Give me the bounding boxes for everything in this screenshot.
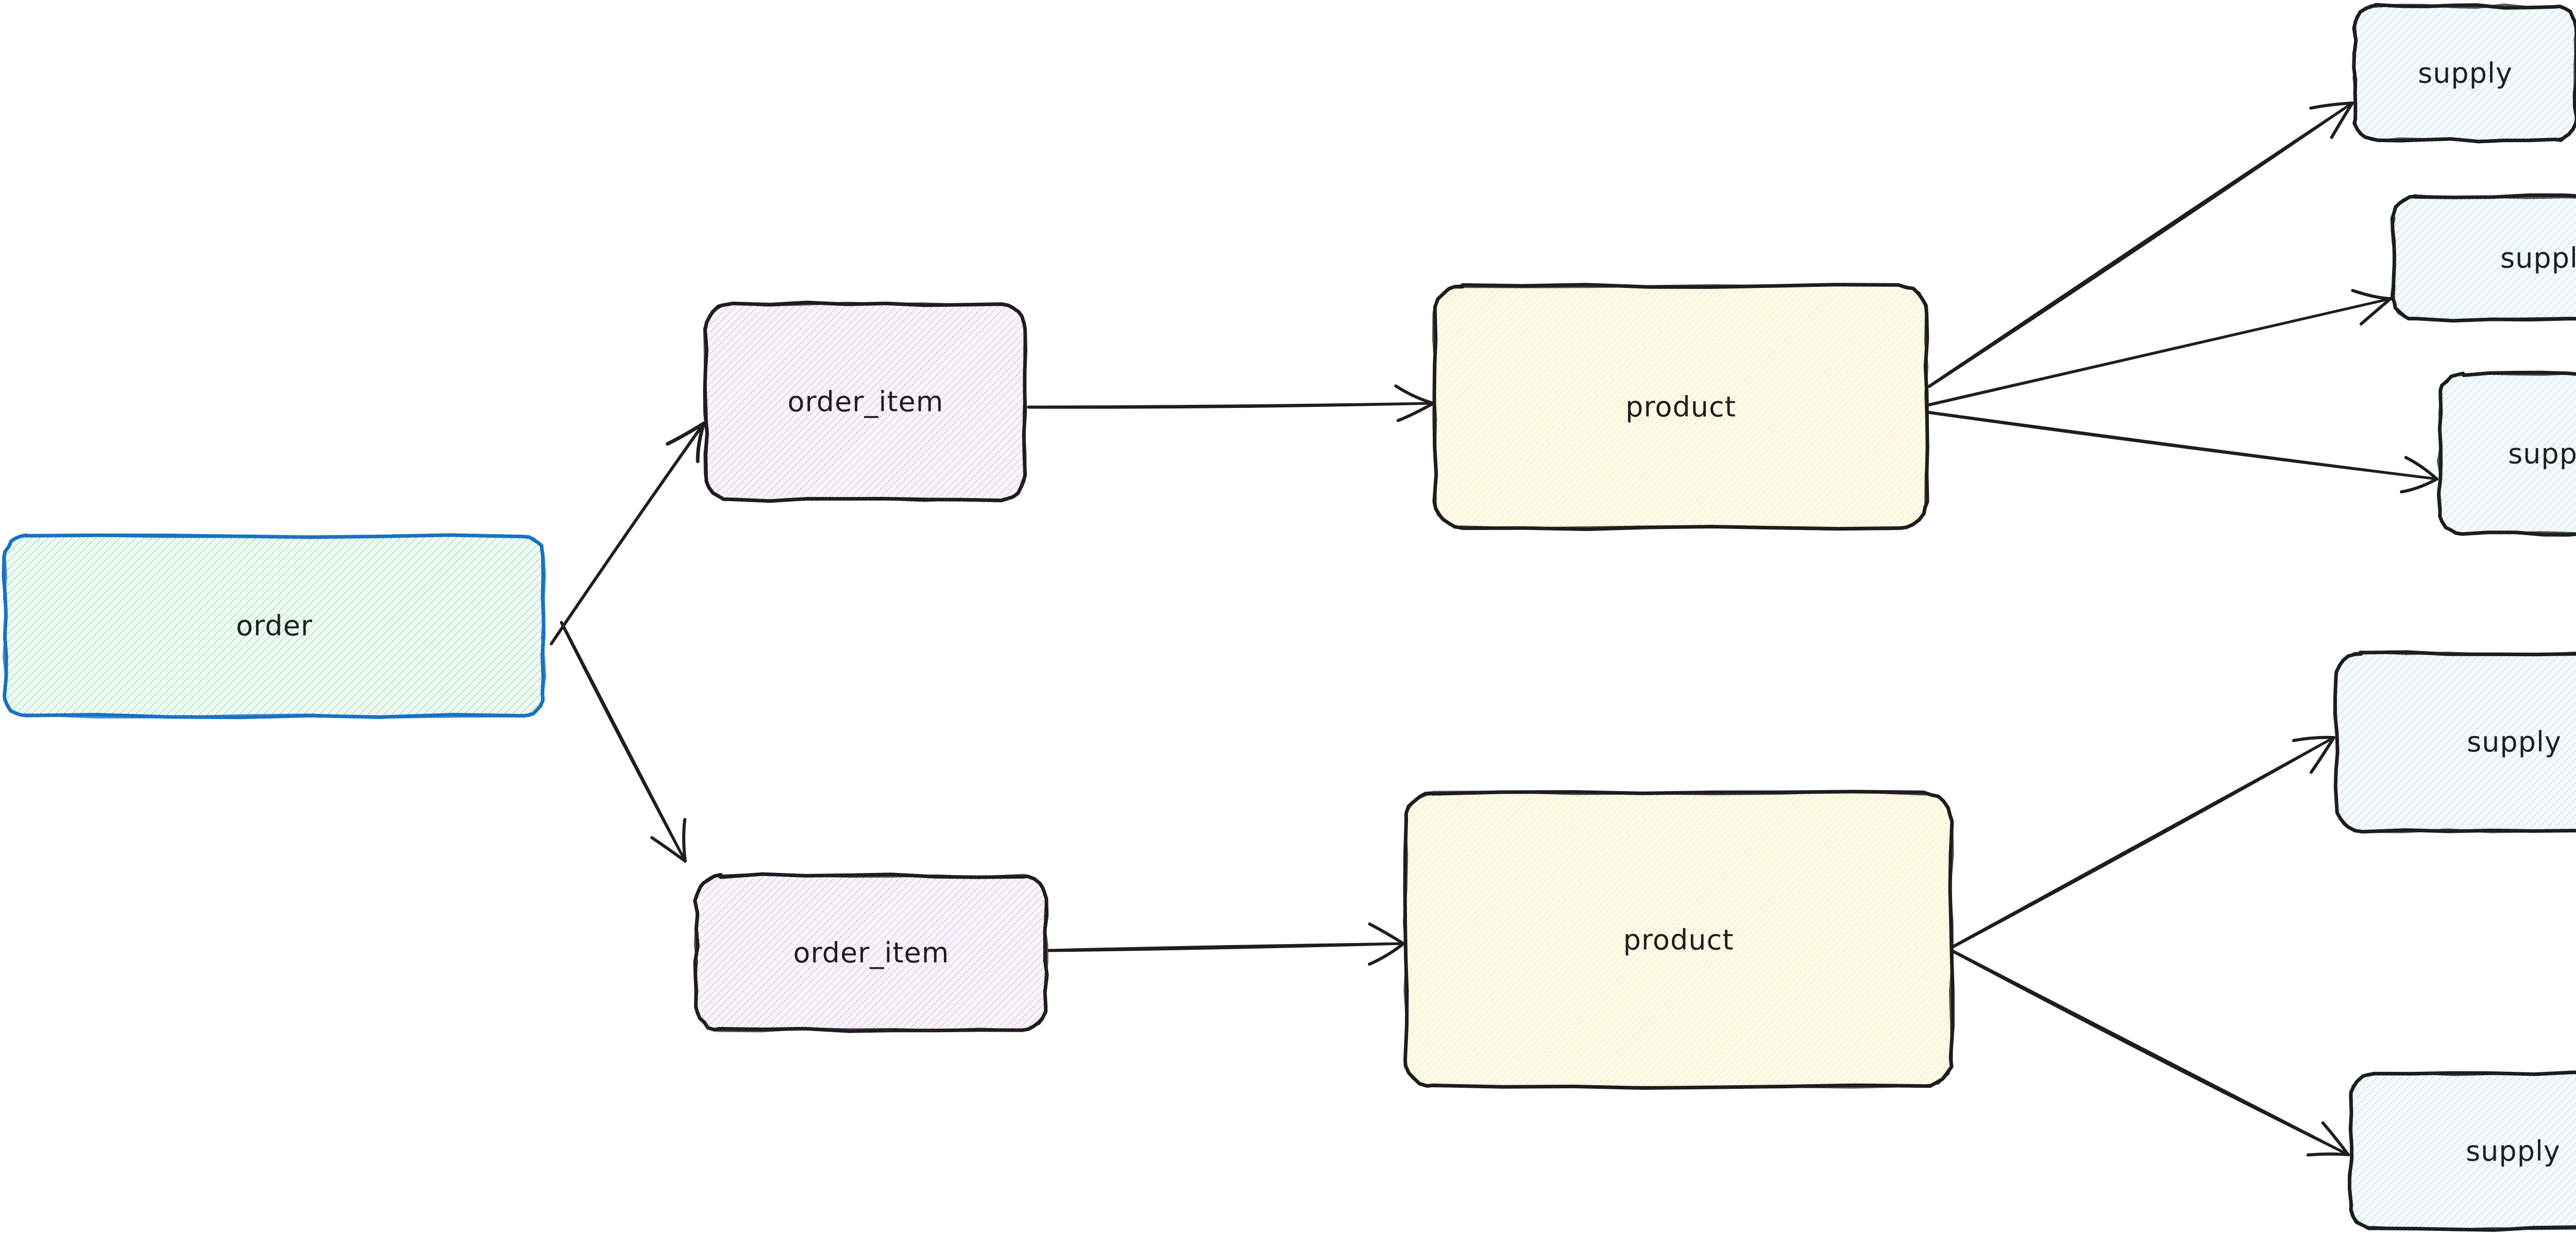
- node-fill: [2336, 653, 2576, 831]
- node-supply_1[interactable]: supply: [2352, 3, 2576, 144]
- arrow-head: [2309, 101, 2354, 110]
- node-supply_3[interactable]: supply: [2436, 370, 2576, 537]
- node-outline: [1432, 284, 1929, 531]
- arrow-head: [2310, 736, 2335, 774]
- node-outline: [2352, 3, 2576, 143]
- arrow-head: [2306, 1152, 2350, 1157]
- node-label-product_top: product: [1625, 391, 1736, 423]
- node-label-supply_4: supply: [2467, 726, 2562, 758]
- arrow-head: [2400, 477, 2438, 494]
- edge-order_item_bottom-to-product_bottom[interactable]: [1047, 922, 1405, 966]
- arrow-head: [666, 421, 706, 446]
- edge-line: [1027, 402, 1435, 409]
- node-label-supply_2: supply: [2500, 242, 2576, 275]
- node-outline: [2348, 1071, 2576, 1231]
- node-supply_5[interactable]: supply: [2348, 1070, 2576, 1232]
- node-outline: [2, 534, 547, 719]
- arrow-head: [650, 836, 687, 863]
- edge-product_top-to-supply_3[interactable]: [1926, 410, 2438, 494]
- edge-line: [1926, 411, 2438, 481]
- node-outline: [2436, 372, 2576, 535]
- node-outline: [2391, 194, 2576, 321]
- edge-order-to-order_item_top[interactable]: [550, 421, 706, 645]
- edges-layer: [550, 101, 2438, 1157]
- nodes-layer: orderorder_itemorder_itemproductproducts…: [2, 3, 2576, 1232]
- edge-line: [1047, 942, 1405, 952]
- node-fill: [2393, 197, 2576, 319]
- edge-product_bottom-to-supply_4[interactable]: [1951, 735, 2335, 949]
- node-label-supply_3: supply: [2508, 438, 2576, 470]
- node-order_item_bottom[interactable]: order_item: [693, 872, 1049, 1033]
- arrow-head: [2292, 735, 2335, 742]
- arrow-head: [2404, 456, 2438, 481]
- arrow-head: [2321, 1121, 2350, 1156]
- node-outline: [2390, 193, 2576, 323]
- node-product_top[interactable]: product: [1432, 283, 1929, 532]
- arrow-head: [2330, 101, 2354, 139]
- node-supply_2[interactable]: supply: [2390, 193, 2576, 323]
- node-label-order_item_bottom: order_item: [793, 937, 950, 969]
- arrow-head: [1368, 942, 1405, 966]
- edge-line: [560, 621, 687, 863]
- edge-product_top-to-supply_1[interactable]: [1927, 101, 2354, 388]
- node-fill: [697, 876, 1046, 1030]
- node-product_bottom[interactable]: product: [1402, 790, 1955, 1090]
- arrow-head: [1394, 384, 1435, 405]
- arrow-head: [696, 421, 706, 464]
- node-label-order_item_top: order_item: [788, 386, 944, 418]
- arrow-head: [682, 818, 687, 863]
- node-fill: [706, 304, 1025, 500]
- edge-order_item_top-to-product_top[interactable]: [1027, 384, 1435, 422]
- edge-product_bottom-to-supply_5[interactable]: [1951, 949, 2350, 1157]
- node-outline: [1402, 790, 1954, 1089]
- node-outline: [703, 301, 1027, 502]
- node-order[interactable]: order: [2, 533, 547, 720]
- node-outline: [2333, 650, 2576, 833]
- node-label-product_bottom: product: [1623, 924, 1734, 956]
- node-order_item_top[interactable]: order_item: [703, 300, 1027, 503]
- node-fill: [1435, 286, 1927, 528]
- arrow-head: [1396, 402, 1435, 422]
- node-fill: [5, 536, 544, 716]
- edge-line: [1951, 736, 2335, 949]
- node-fill: [1405, 793, 1952, 1087]
- node-label-order: order: [236, 610, 313, 642]
- edge-order-to-order_item_bottom[interactable]: [560, 621, 687, 863]
- edge-line: [1951, 950, 2350, 1156]
- node-label-supply_1: supply: [2418, 57, 2513, 90]
- edge-line: [1926, 297, 2392, 407]
- arrow-head: [2359, 297, 2392, 326]
- node-supply_4[interactable]: supply: [2333, 650, 2576, 834]
- node-outline: [693, 872, 1048, 1033]
- edge-product_top-to-supply_2[interactable]: [1926, 289, 2392, 407]
- node-label-supply_5: supply: [2466, 1135, 2561, 1168]
- node-fill: [2439, 374, 2576, 534]
- edge-line: [550, 422, 705, 645]
- node-fill: [2350, 1074, 2576, 1228]
- arrow-head: [2351, 289, 2392, 300]
- node-fill: [2354, 6, 2576, 140]
- arrow-head: [1368, 922, 1405, 945]
- edge-line: [1928, 101, 2354, 388]
